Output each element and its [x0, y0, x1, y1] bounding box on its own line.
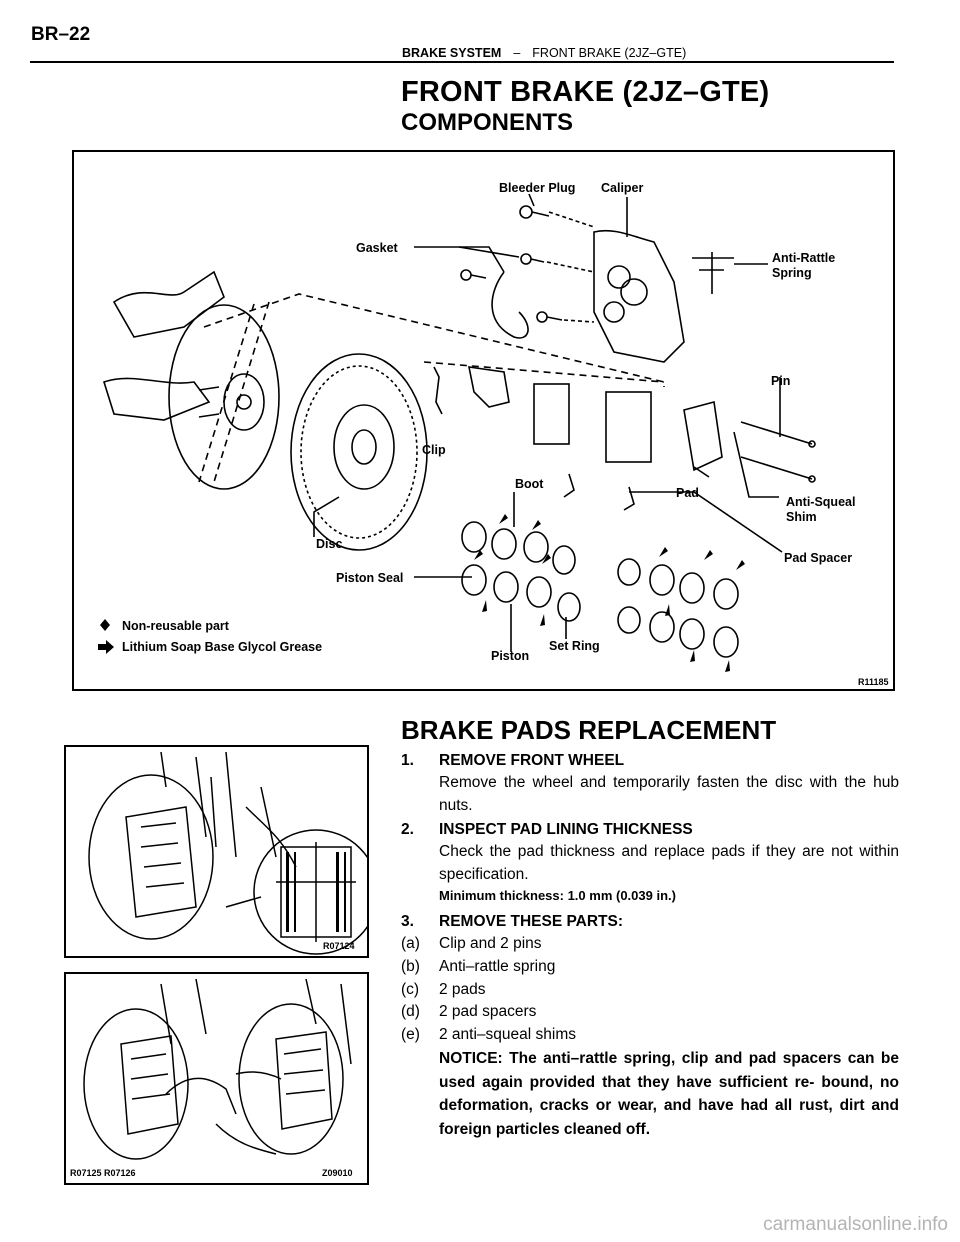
label-bleeder-plug: Bleeder Plug	[499, 181, 575, 195]
page-subtitle: COMPONENTS	[401, 109, 574, 136]
step-3-title: 3.REMOVE THESE PARTS:	[401, 913, 624, 930]
label-clip: Clip	[422, 443, 446, 457]
step-2-text: Check the pad thickness and replace pads…	[439, 843, 899, 883]
page-number: BR–22	[31, 24, 91, 45]
step-1-title: 1.REMOVE FRONT WHEEL	[401, 752, 625, 769]
diamond-icon	[100, 619, 110, 631]
section-title: BRAKE PADS REPLACEMENT	[401, 715, 777, 745]
header-section: BRAKE SYSTEM	[402, 46, 502, 60]
label-pin: Pin	[771, 374, 790, 388]
shim-right-shape	[683, 400, 723, 472]
label-pad-spacer: Pad Spacer	[784, 551, 852, 565]
step-2-spec: Minimum thickness: 1.0 mm (0.039 in.)	[439, 888, 676, 903]
label-anti-rattle-2: Spring	[772, 266, 812, 280]
list-item: (b)Anti–rattle spring	[401, 958, 556, 975]
label-gasket: Gasket	[356, 241, 399, 255]
diagram-code: R11185	[858, 677, 889, 687]
label-pad: Pad	[676, 486, 699, 500]
dust-cover-shape	[168, 304, 280, 490]
disc-outer-shape	[290, 353, 428, 551]
label-caliper: Caliper	[601, 181, 644, 195]
pad-left-shape	[533, 383, 570, 445]
header-subsection: FRONT BRAKE (2JZ–GTE)	[532, 46, 687, 60]
list-item: (d)2 pad spacers	[401, 1003, 537, 1020]
label-anti-squeal-1: Anti-Squeal	[786, 495, 855, 509]
header-separator: –	[513, 46, 521, 60]
step-2-title: 2.INSPECT PAD LINING THICKNESS	[401, 821, 693, 838]
pad-thickness-illustration: R07124	[64, 745, 369, 958]
step-1-text: Remove the wheel and temporarily fasten …	[439, 774, 899, 814]
remove-parts-illustration: R07125 R07126 Z09010	[64, 972, 369, 1185]
label-anti-rattle-1: Anti-Rattle	[772, 251, 835, 265]
grease-arrow-icon	[98, 640, 114, 654]
list-item: (c)2 pads	[401, 981, 486, 998]
list-item: (a)Clip and 2 pins	[401, 935, 542, 952]
legend-non-reusable: Non-reusable part	[122, 619, 230, 633]
photo2-code-right: Z09010	[322, 1168, 353, 1178]
piston-set-left	[461, 521, 581, 622]
label-piston-seal: Piston Seal	[336, 571, 403, 585]
photo2-code-left: R07125 R07126	[70, 1168, 136, 1178]
pad-right-shape	[605, 391, 652, 463]
list-item: (e)2 anti–squeal shims	[401, 1026, 576, 1043]
knuckle-arm-shape	[112, 270, 225, 338]
header-rule	[30, 61, 894, 63]
legend-grease: Lithium Soap Base Glycol Grease	[122, 640, 322, 654]
caliper-shape	[593, 229, 685, 363]
knuckle-lower-shape	[103, 377, 211, 421]
watermark: carmanualsonline.info	[763, 1214, 948, 1235]
running-header: BRAKE SYSTEM–FRONT BRAKE (2JZ–GTE)	[402, 46, 686, 60]
components-illustration: Bleeder Plug Caliper Gasket Anti-Rattle …	[98, 181, 889, 687]
label-set-ring: Set Ring	[549, 639, 600, 653]
notice-text: NOTICE: The anti–rattle spring, clip and…	[439, 1050, 899, 1138]
piston-set-right	[617, 558, 739, 658]
components-diagram: Bleeder Plug Caliper Gasket Anti-Rattle …	[72, 150, 895, 691]
label-anti-squeal-2: Shim	[786, 510, 817, 524]
page-title: FRONT BRAKE (2JZ–GTE)	[401, 76, 770, 108]
shim-left-shape	[467, 366, 510, 408]
label-disc: Disc	[316, 537, 342, 551]
photo1-code: R07124	[323, 941, 355, 951]
label-boot: Boot	[515, 477, 544, 491]
label-piston: Piston	[491, 649, 529, 663]
